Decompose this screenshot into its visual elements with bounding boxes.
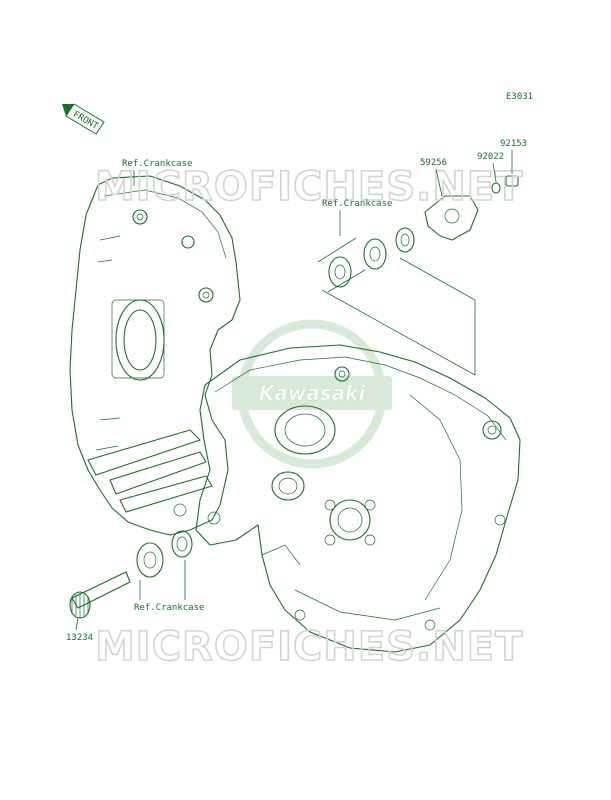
upper-bearing-group-drawing bbox=[317, 175, 519, 376]
right-crankcase-drawing bbox=[195, 344, 521, 653]
part-number-92153[interactable]: 92153 bbox=[500, 139, 527, 149]
part-number-13234[interactable]: 13234 bbox=[66, 633, 93, 643]
ref-crankcase-top-left: Ref.Crankcase bbox=[122, 159, 192, 169]
watermark-top: MICROFICHES.NET bbox=[95, 164, 523, 210]
watermark-bottom: MICROFICHES.NET bbox=[95, 624, 523, 670]
diagram-code: E3031 bbox=[506, 92, 533, 102]
ref-crankcase-bottom: Ref.Crankcase bbox=[134, 603, 204, 613]
front-arrow-icon: FRONT bbox=[62, 103, 105, 135]
lower-shaft-group-drawing bbox=[69, 530, 193, 619]
leader-92022 bbox=[492, 162, 497, 183]
part-number-59256[interactable]: 59256 bbox=[420, 158, 447, 168]
kawasaki-logo: Kawasaki bbox=[232, 319, 392, 469]
svg-text:Kawasaki: Kawasaki bbox=[259, 381, 367, 405]
left-crankcase-drawing bbox=[69, 175, 241, 536]
leader-59256 bbox=[435, 168, 443, 197]
part-number-92022[interactable]: 92022 bbox=[477, 152, 504, 162]
ref-crankcase-mid: Ref.Crankcase bbox=[322, 199, 392, 209]
leader-13234 bbox=[75, 617, 79, 631]
